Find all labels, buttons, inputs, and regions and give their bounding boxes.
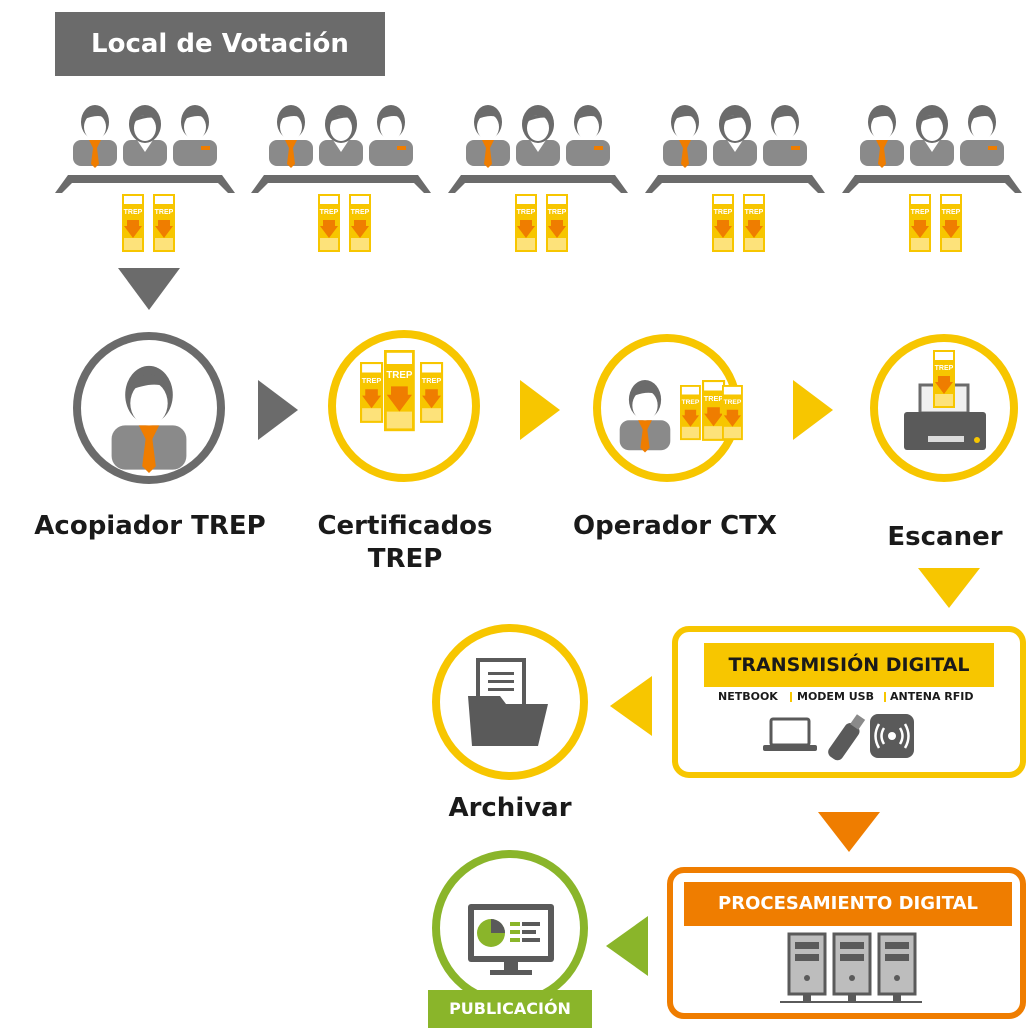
voting-table-1 <box>55 105 235 252</box>
acopiador-label: Acopiador TREP <box>34 511 266 541</box>
device-netbook: NETBOOK <box>718 690 778 703</box>
device-separator-2 <box>884 692 886 702</box>
certificados-label-line1: Certificados <box>317 511 493 541</box>
down-arrow-orange <box>818 812 880 852</box>
scanner-circle <box>870 334 1018 482</box>
voting-table-5 <box>842 105 1022 252</box>
acopiador-circle <box>73 332 225 484</box>
archive-circle <box>432 624 588 780</box>
procesamiento-title: PROCESAMIENTO DIGITAL <box>718 893 978 914</box>
escaner-label: Escaner <box>887 522 1003 552</box>
device-separator-1 <box>790 692 792 702</box>
voting-table-2 <box>251 105 431 252</box>
arrow-right-yellow-2 <box>793 380 833 440</box>
operador-circle <box>593 334 743 482</box>
voting-table-4 <box>645 105 825 252</box>
device-antena-rfid: ANTENA RFID <box>890 690 974 703</box>
operador-label: Operador CTX <box>573 511 777 541</box>
rfid-antenna-icon <box>870 714 914 758</box>
certificados-label-line2: TREP <box>367 544 443 574</box>
usb-modem-icon <box>828 714 866 761</box>
netbook-icon <box>763 717 817 751</box>
arrow-right-yellow-1 <box>520 380 560 440</box>
device-modem-usb: MODEM USB <box>797 690 874 703</box>
servers-icon <box>780 932 922 1003</box>
publicacion-circle <box>432 850 588 1006</box>
header-title: Local de Votación <box>55 12 385 76</box>
transmision-title: TRANSMISIÓN DIGITAL <box>728 654 970 676</box>
certificados-circle <box>328 330 480 482</box>
arrow-right-gray <box>258 380 298 440</box>
down-arrow-yellow <box>918 568 980 608</box>
arrow-left-green <box>606 916 648 976</box>
archivar-label: Archivar <box>448 793 572 823</box>
voting-table-3 <box>448 105 628 252</box>
publicacion-label: PUBLICACIÓN <box>449 999 571 1018</box>
arrow-left-yellow <box>610 676 652 736</box>
down-arrow-gray <box>118 268 180 310</box>
